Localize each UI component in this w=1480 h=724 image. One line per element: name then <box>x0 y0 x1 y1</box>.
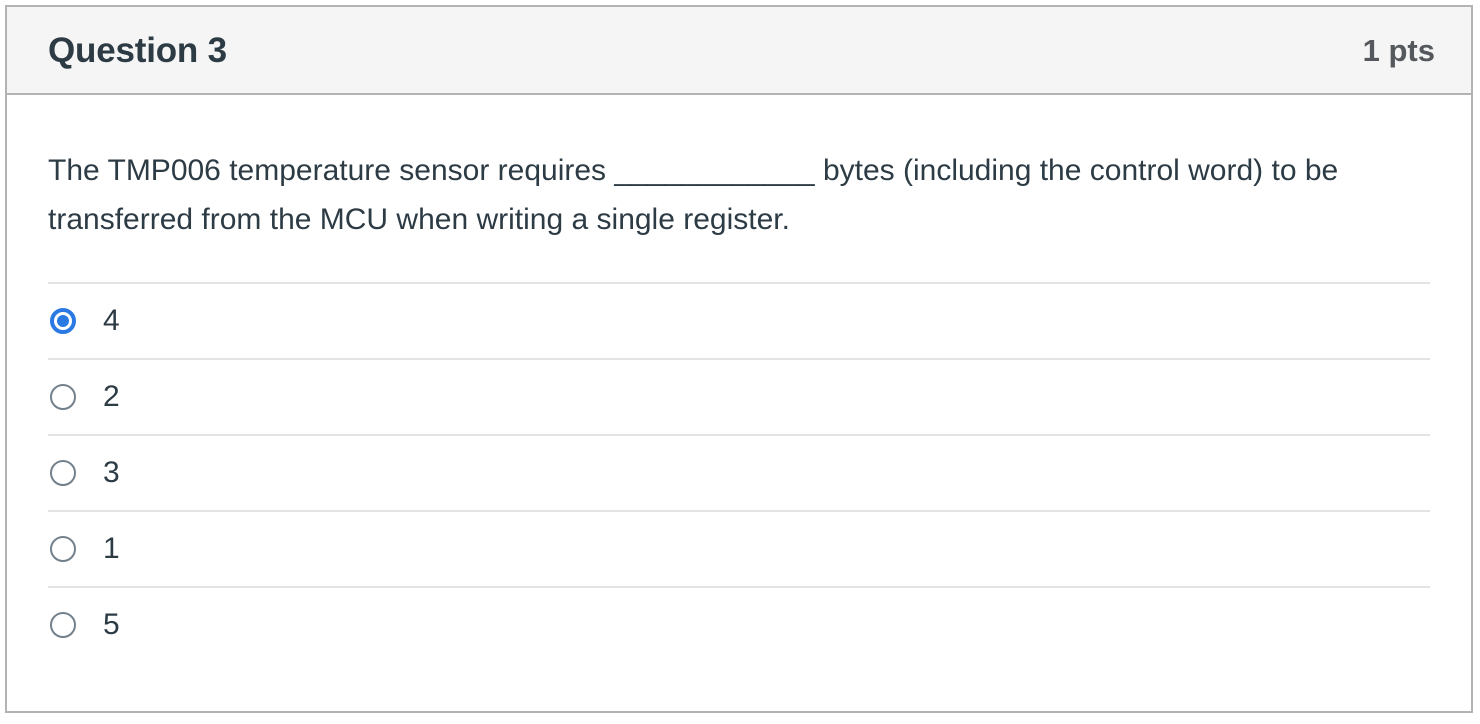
question-points: 1 pts <box>1362 32 1435 68</box>
radio-button-icon[interactable] <box>50 612 76 639</box>
question-card: Question 3 1 pts The TMP006 temperature … <box>5 5 1473 713</box>
question-body: The TMP006 temperature sensor requires _… <box>7 95 1471 244</box>
answer-option-label: 1 <box>103 532 120 566</box>
answer-option-label: 3 <box>103 456 120 490</box>
question-title: Question 3 <box>48 30 227 70</box>
question-blank: ____________ <box>614 154 815 187</box>
answer-option-4[interactable]: 1 <box>48 510 1430 586</box>
answer-options-list: 4 2 3 1 5 <box>7 282 1471 662</box>
question-text-part-2: bytes (including the control word) to be… <box>48 154 1339 236</box>
answer-option-label: 4 <box>103 304 120 338</box>
question-text-part-1: The TMP006 temperature sensor requires <box>48 154 615 187</box>
answer-option-3[interactable]: 3 <box>48 434 1430 510</box>
answer-option-2[interactable]: 2 <box>48 358 1430 434</box>
question-header: Question 3 1 pts <box>7 7 1471 95</box>
answer-option-label: 2 <box>103 380 120 414</box>
radio-button-icon[interactable] <box>50 460 76 487</box>
radio-button-icon[interactable] <box>50 384 76 411</box>
question-text: The TMP006 temperature sensor requires _… <box>48 147 1408 244</box>
radio-button-icon[interactable] <box>50 536 76 563</box>
answer-option-5[interactable]: 5 <box>48 586 1430 662</box>
answer-option-1[interactable]: 4 <box>48 282 1430 358</box>
radio-button-selected-icon[interactable] <box>50 308 76 335</box>
answer-option-label: 5 <box>103 608 120 642</box>
